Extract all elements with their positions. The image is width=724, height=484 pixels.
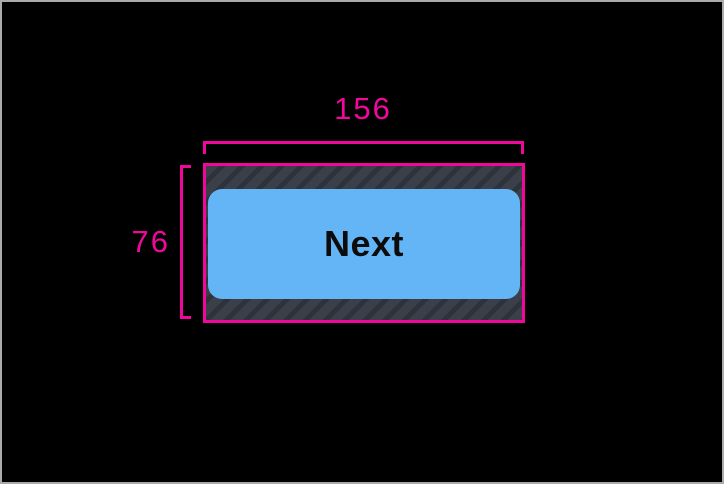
next-button-label: Next [323,223,405,264]
width-dimension-label: 156 [334,91,392,126]
tap-target-hatched-region: Next [203,163,525,323]
width-measurement-bracket [203,141,524,154]
height-measurement-bracket [180,165,191,319]
next-button[interactable]: Next [208,189,520,299]
height-dimension-label: 76 [131,224,170,259]
